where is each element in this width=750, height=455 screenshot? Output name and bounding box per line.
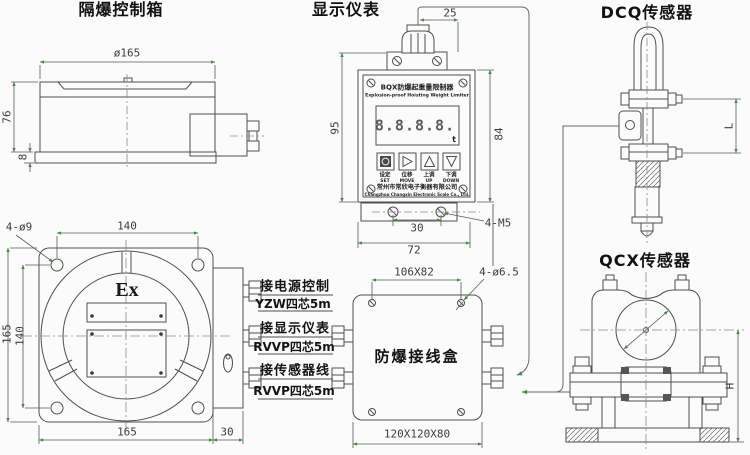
cable-label-display: 接显示仪表 (259, 321, 331, 337)
dim-display-25: 25 (443, 6, 457, 20)
qcx-sensor-drawing (565, 272, 744, 450)
title-display: 显示仪表 (311, 0, 381, 19)
display-footer-cn: 常州市常欣电子衡器有限公司 (376, 183, 458, 191)
dim-display-95: 95 (328, 121, 342, 135)
control-box-side-view (11, 60, 264, 172)
button-label-set-cn: 设定 (379, 172, 391, 179)
display-unit-drawing (339, 18, 494, 248)
dim-junction-106x82: 106X82 (394, 265, 434, 279)
dim-base-8: 8 (16, 153, 30, 161)
ex-marking: Ex (115, 279, 139, 301)
button-label-up-en: UP (425, 178, 433, 184)
cable-label-power: 接电源控制 (259, 279, 331, 295)
cable-spec-display: RVVP四芯5m (253, 340, 335, 354)
title-control-box: 隔爆控制箱 (78, 0, 164, 19)
button-label-down-en: DOWN (442, 178, 460, 184)
dim-flange-bottom-165: 165 (117, 425, 137, 439)
cable-routing-lines (417, 6, 619, 395)
dim-display-72: 72 (407, 243, 421, 257)
dim-flange-top-140: 140 (117, 219, 137, 233)
dcq-sensor-drawing (618, 22, 741, 244)
dim-junction-4d65: 4-ø6.5 (479, 265, 519, 279)
title-dcq-sensor: DCQ传感器 (600, 3, 694, 22)
display-footer-en: Changzhou Changxin Electronic Scale Co.,… (364, 192, 470, 197)
title-qcx-sensor: QCX传感器 (599, 251, 691, 270)
dim-flange-left-165: 165 (0, 324, 14, 344)
junction-box-label: 防爆接线盒 (374, 347, 460, 366)
dim-holes-4d9: 4-ø9 (5, 220, 33, 234)
dim-height-76: 76 (0, 110, 14, 124)
control-box-cable-glands (242, 280, 262, 389)
display-header-cn: BQX防爆起重量限制器 (380, 83, 454, 92)
dim-flange-left-140: 140 (13, 326, 27, 346)
button-label-down-cn: 下调 (445, 172, 457, 179)
dim-diameter-165: ø165 (113, 46, 141, 60)
lcd-unit: t (452, 135, 456, 144)
cable-label-sensor: 接传感器线 (259, 363, 331, 379)
dim-dcq-length: L (722, 122, 736, 130)
junction-box-drawing (331, 278, 504, 448)
dim-qcx-height: H (723, 382, 737, 390)
dim-display-30: 30 (410, 221, 424, 235)
dim-flange-side-30: 30 (220, 425, 234, 439)
button-label-set-en: SET (380, 178, 390, 184)
button-label-move-cn: 位移 (401, 172, 413, 179)
dim-junction-overall: 120X120X80 (383, 427, 451, 441)
lcd-digits: 8.8.8.8. (374, 116, 456, 135)
dim-display-4m5: 4-M5 (484, 216, 512, 230)
dim-display-84: 84 (492, 127, 506, 141)
cable-spec-power: YZW四芯5m (255, 297, 331, 311)
control-box-front-view (6, 231, 333, 444)
cable-spec-sensor: RVVP四芯5m (253, 384, 335, 398)
button-label-up-cn: 上调 (423, 172, 435, 179)
button-label-move-en: MOVE (399, 178, 415, 184)
display-header-en: Explosion-proof Hoisting Weight Limiter (365, 93, 469, 99)
